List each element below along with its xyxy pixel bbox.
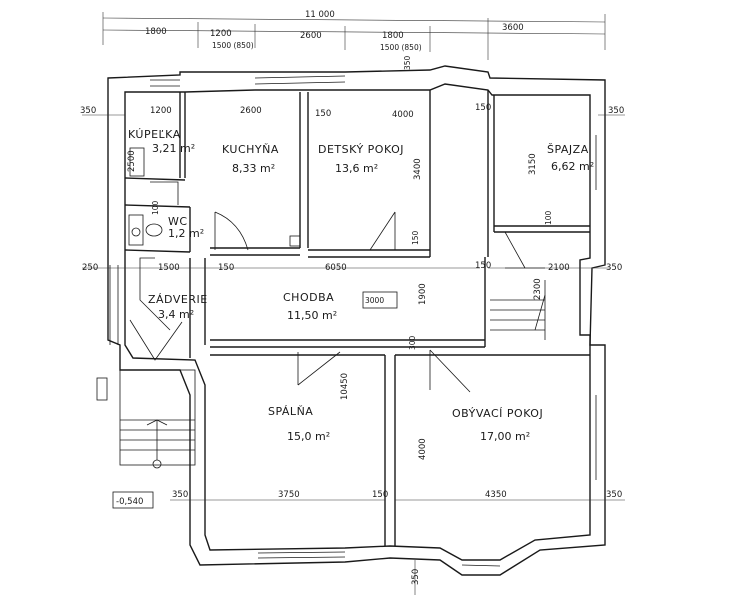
dim-wall-150-d: 150 <box>218 263 234 273</box>
level-label: -0,540 <box>116 497 143 507</box>
entrance-stairs <box>96 265 196 469</box>
dim-wall-150-a: 150 <box>315 109 331 119</box>
dim-stair-2300: 2300 <box>533 278 543 300</box>
room-area-obyvacia: 17,00 m² <box>480 430 530 443</box>
dim-top-2b: 1500 (850) <box>212 41 254 50</box>
dim-100-a: 100 <box>151 200 160 215</box>
room-area-kupelka: 3,21 m² <box>152 142 195 155</box>
outer-walls <box>107 65 606 576</box>
room-name-detsky: DETSKÝ POKOJ <box>318 143 404 156</box>
dim-350-right-b: 350 <box>606 263 622 273</box>
dim-detsky-height: 3400 <box>413 158 423 180</box>
dim-100-b: 100 <box>544 210 553 225</box>
side-dimension-lines <box>82 114 625 595</box>
room-name-kuchyna: KUCHYŇA <box>222 143 279 156</box>
dim-kupelka-width: 1200 <box>150 106 172 116</box>
room-area-wc: 1,2 m² <box>168 227 204 240</box>
dim-obyvacia-height: 4000 <box>418 438 428 460</box>
dim-kuchyna-width: 2600 <box>240 106 262 116</box>
dim-wall-150-b: 150 <box>475 103 491 113</box>
room-area-chodba: 11,50 m² <box>287 309 337 322</box>
dim-wall-top: 350 <box>403 55 412 70</box>
room-name-chodba: CHODBA <box>283 291 334 304</box>
dim-350-right-c: 350 <box>606 490 622 500</box>
dim-wall-300: 300 <box>408 335 417 350</box>
dim-kupelka-height: 2500 <box>127 150 137 172</box>
room-area-zadverie: 3,4 m² <box>158 308 194 321</box>
room-area-spalna: 15,0 m² <box>287 430 330 443</box>
dim-spalna-width: 3750 <box>278 490 300 500</box>
dim-350-left-a: 350 <box>80 106 96 116</box>
dim-top-2: 1200 <box>210 29 232 39</box>
level-marker <box>112 491 154 509</box>
room-name-spalna: SPÁLŇA <box>268 405 313 418</box>
dim-350-bottom: 350 <box>411 569 421 585</box>
room-name-zadverie: ZÁDVERIE <box>148 293 208 306</box>
dim-2100: 2100 <box>548 263 570 273</box>
dim-wall-250: 250 <box>82 263 98 273</box>
room-name-wc: WC <box>168 215 188 228</box>
dim-top-1: 1800 <box>145 27 167 37</box>
dim-wall-150-c: 150 <box>411 230 420 245</box>
dim-chodba-width: 6050 <box>325 263 347 273</box>
dim-chodba-height: 1900 <box>418 283 428 305</box>
dim-obyvacia-width: 4350 <box>485 490 507 500</box>
dim-wall-150-f: 150 <box>372 490 388 500</box>
dim-top-4: 1800 <box>382 31 404 41</box>
dim-chodba-box: 3000 <box>365 296 384 305</box>
dim-spalna-height: 10450 <box>340 373 350 400</box>
room-area-spajza: 6,62 m² <box>551 160 594 173</box>
dim-top-5: 3600 <box>502 23 524 33</box>
dim-spajza-height: 3150 <box>528 153 538 175</box>
room-area-detsky: 13,6 m² <box>335 162 378 175</box>
room-area-kuchyna: 8,33 m² <box>232 162 275 175</box>
top-dimension-lines <box>102 12 606 60</box>
dim-wall-150-e: 150 <box>475 261 491 271</box>
fixtures <box>128 147 398 309</box>
dim-detsky-width: 4000 <box>392 110 414 120</box>
dim-zadverie-width: 1500 <box>158 263 180 273</box>
dim-350-left-c: 350 <box>172 490 188 500</box>
room-name-kupelka: KÚPEĽKA <box>128 128 181 141</box>
interior-walls <box>124 90 590 546</box>
room-name-spajza: ŠPAJZA <box>547 143 589 156</box>
dim-total-top: 11 000 <box>305 10 335 20</box>
dim-top-3: 2600 <box>300 31 322 41</box>
room-name-obyvacia: OBÝVACÍ POKOJ <box>452 407 543 420</box>
dim-350-right-a: 350 <box>608 106 624 116</box>
dim-top-4b: 1500 (850) <box>380 43 422 52</box>
